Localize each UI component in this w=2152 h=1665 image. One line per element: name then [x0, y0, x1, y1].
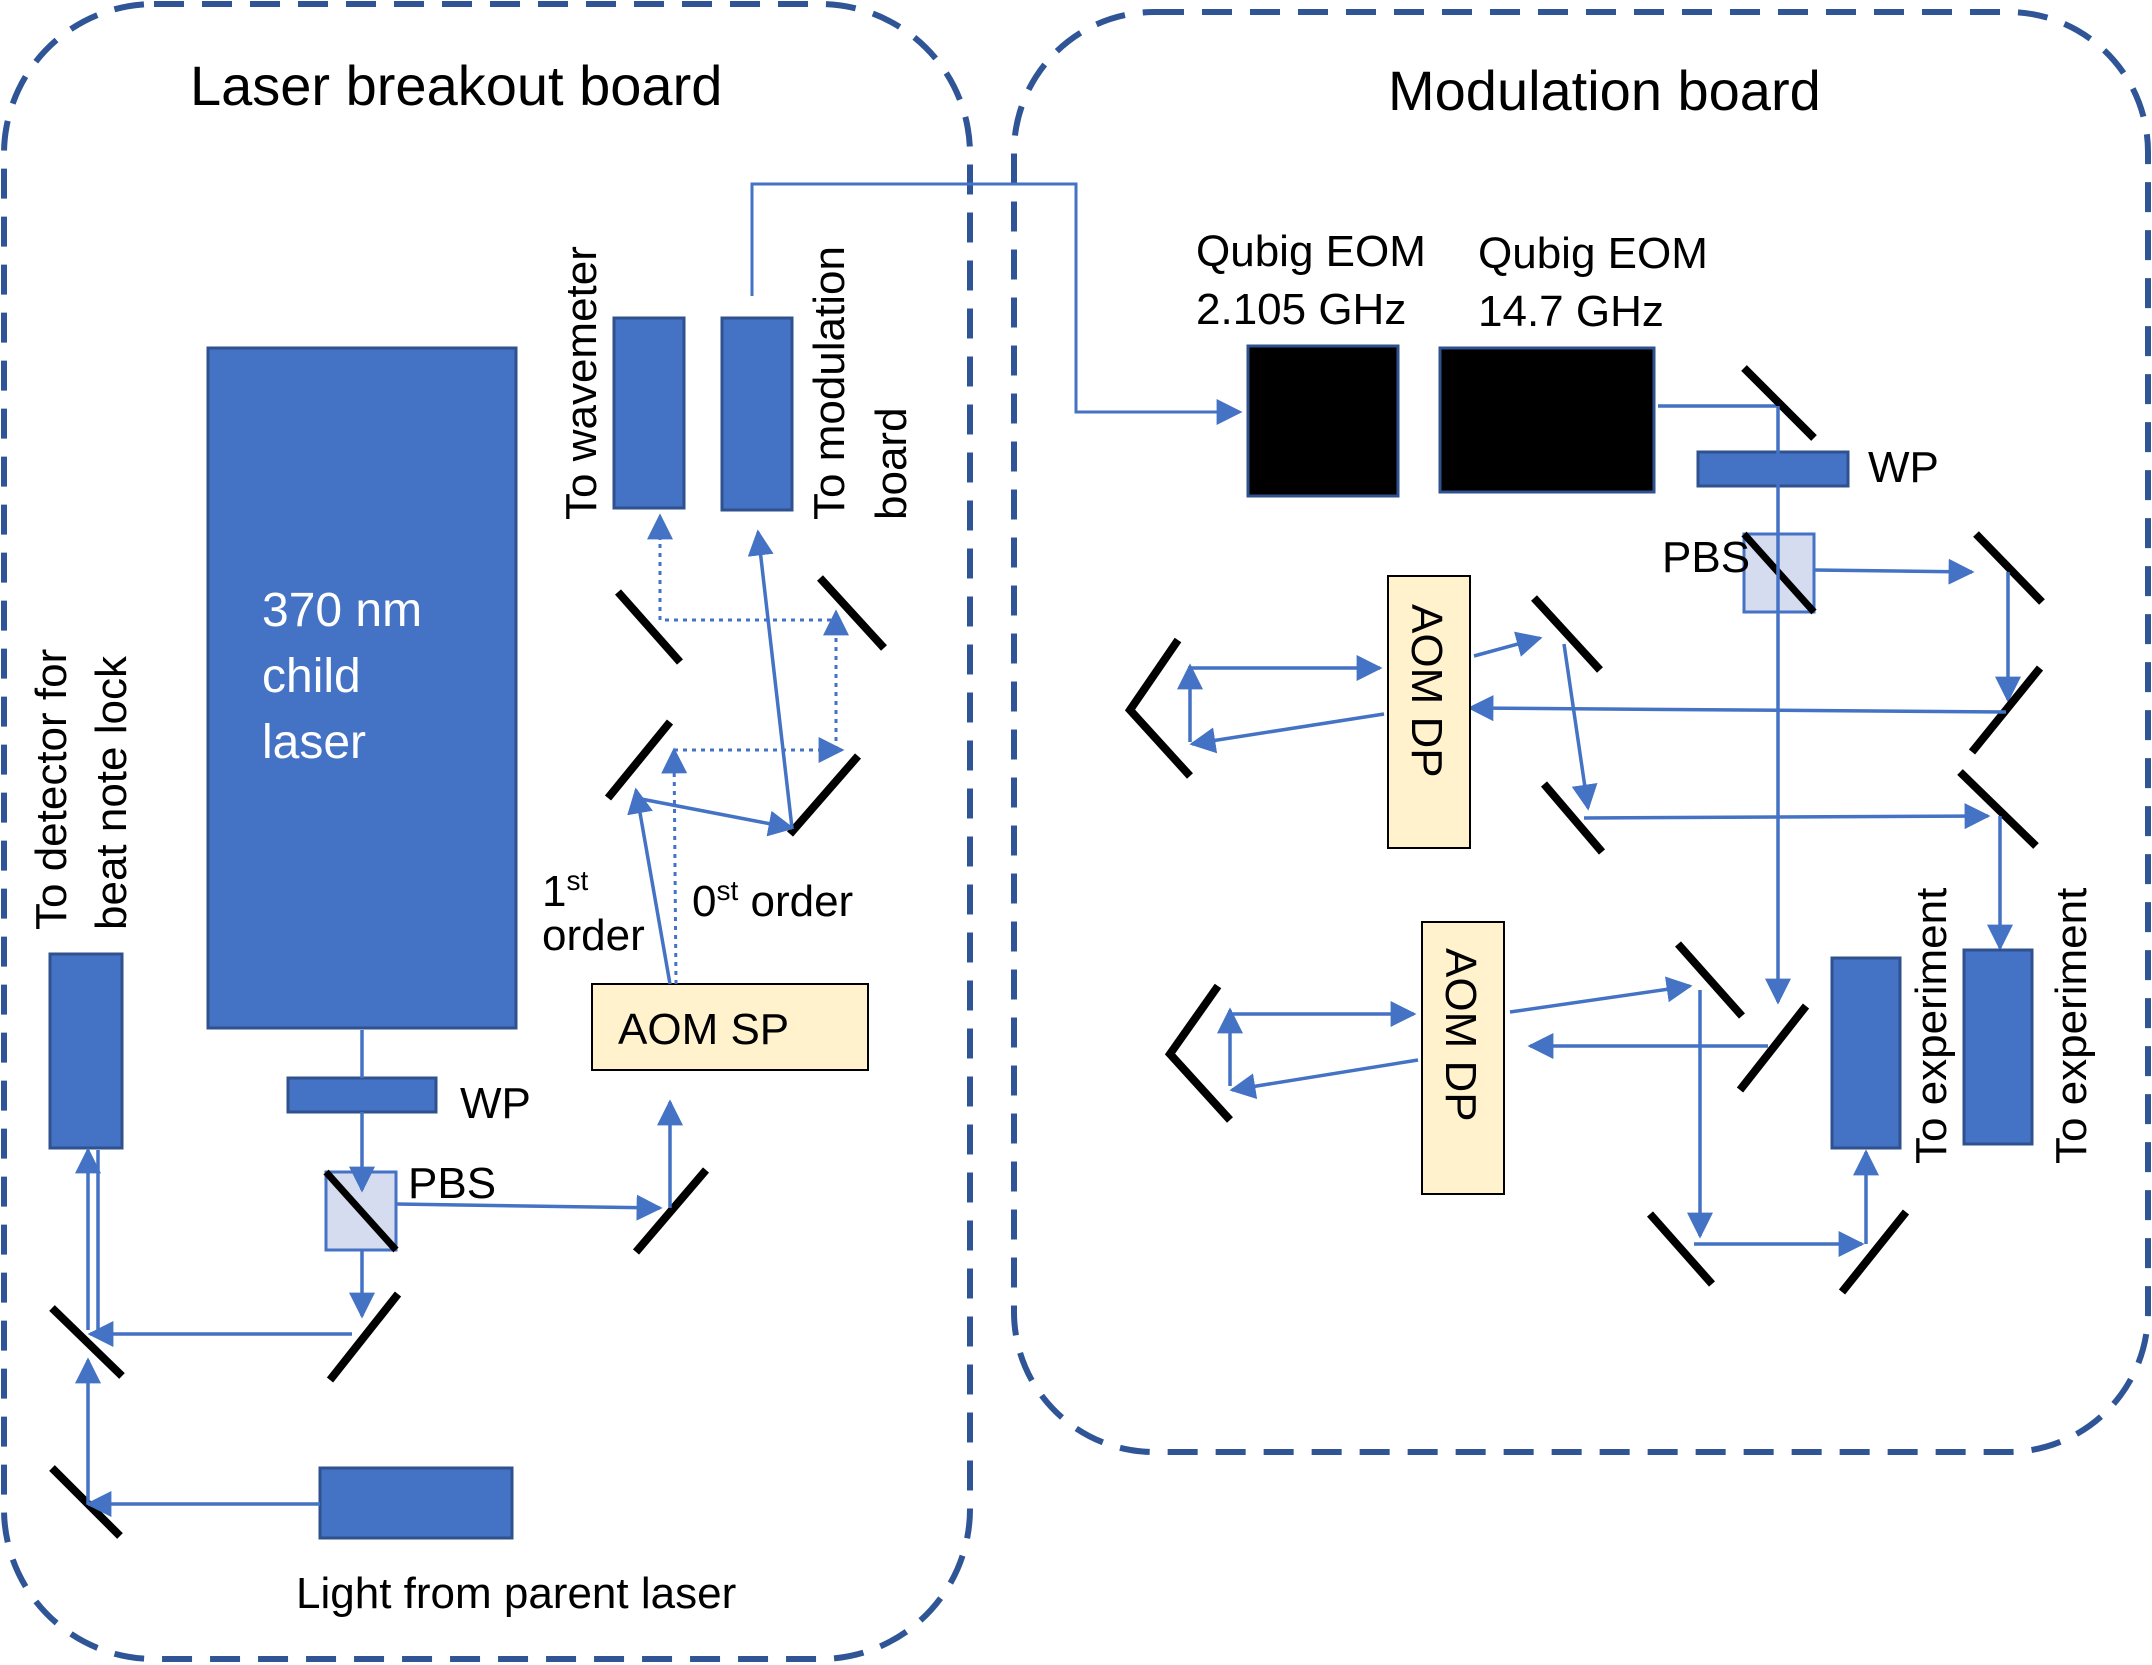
- beam: [1229, 1058, 1419, 1100]
- beam: [747, 529, 794, 829]
- mirror-right-lower: [1957, 769, 2039, 849]
- child-laser: [206, 346, 518, 1030]
- wavemeter-label: To wavemeter: [557, 246, 606, 520]
- retro-reflector-2: [1164, 983, 1233, 1123]
- mirror-lower-main: [1736, 1003, 1810, 1093]
- retro-reflector-1: [1124, 637, 1193, 779]
- beat-note-detector-label-line1: To detector for: [27, 649, 76, 930]
- modulation-fiber-label-line1: To modulation: [805, 246, 854, 520]
- mirror-right-mid: [1968, 665, 2044, 755]
- eom-2105: [1246, 344, 1400, 498]
- laser-breakout-board: 370 nm child laser WP PBS Light from par…: [27, 246, 916, 1618]
- waveplate-right: [1696, 450, 1850, 488]
- modulation-board-border: [1011, 9, 2151, 1455]
- beam-zero-order-path: [658, 520, 838, 752]
- fiber-link: [750, 182, 1236, 414]
- child-laser-label-line1: 370 nm: [262, 584, 422, 637]
- beat-note-detector: [48, 952, 124, 1150]
- aom-double-pass-2-label: AOM DP: [1436, 948, 1485, 1122]
- beam: [1562, 643, 1598, 811]
- beat-note-detector-label-line2: beat note lock: [87, 655, 136, 930]
- mirror-lower-right: [1838, 1209, 1910, 1295]
- aom-double-pass-1: [1387, 575, 1471, 849]
- eom-147-label-line2: 14.7 GHz: [1478, 287, 1664, 336]
- child-laser-label-line2: child: [262, 650, 361, 703]
- beam: [1813, 558, 1975, 585]
- mirror-upper-right: [817, 575, 887, 651]
- beam: [1473, 631, 1543, 658]
- mirror-aom1-down: [1540, 781, 1606, 855]
- eom-147-label-line1: Qubig EOM: [1478, 229, 1708, 278]
- modulation-fiber-label-line2: board: [867, 407, 916, 520]
- mirror-aom-input: [632, 1167, 710, 1255]
- first-order-word: order: [542, 911, 645, 960]
- experiment-fiber-1: [1830, 956, 1902, 1150]
- mirror-right-top: [1973, 531, 2045, 605]
- laser-breakout-board-title: Laser breakout board: [190, 54, 722, 117]
- aom-single-pass-label: AOM SP: [618, 1005, 789, 1054]
- beam: [1509, 976, 1693, 1014]
- eom-147: [1438, 346, 1656, 494]
- modulation-board: Qubig EOM 2.105 GHz Qubig EOM 14.7 GHz W…: [1124, 227, 2096, 1295]
- waveplate-left: [286, 1076, 438, 1114]
- eom-2105-label-line1: Qubig EOM: [1196, 227, 1426, 276]
- modulation-fiber-coupler: [720, 316, 794, 512]
- aom-double-pass-1-label: AOM DP: [1402, 604, 1451, 778]
- first-order-label: 1st: [542, 865, 588, 916]
- zero-order-label: 0st order: [692, 875, 853, 926]
- experiment-fiber-2-label: To experiment: [2047, 888, 2096, 1164]
- pbs-right-label: PBS: [1662, 533, 1750, 582]
- mirror-after-eom: [1741, 365, 1817, 441]
- child-laser-label-line3: laser: [262, 716, 366, 769]
- beam: [1583, 803, 1991, 830]
- beam: [1467, 695, 2007, 722]
- aom-single-pass: [591, 983, 869, 1071]
- experiment-fiber-2: [1962, 948, 2034, 1146]
- mirror-aom1-out: [1531, 595, 1603, 673]
- pbs-left-diagonal: [323, 1169, 399, 1253]
- mirror-bottom-center: [326, 1291, 402, 1383]
- parent-laser: [318, 1466, 514, 1540]
- waveplate-left-label: WP: [460, 1079, 531, 1128]
- mirror-parent-left: [49, 1465, 123, 1539]
- pbs-left-label: PBS: [408, 1159, 496, 1208]
- mirror-aom2-out: [1675, 941, 1745, 1019]
- mirror-zero-order-lower: [786, 753, 862, 837]
- beam: [635, 796, 795, 837]
- experiment-fiber-1-label: To experiment: [1907, 888, 1956, 1164]
- parent-laser-label: Light from parent laser: [296, 1569, 736, 1618]
- beam-first-order: [627, 787, 672, 985]
- mirror-wavemeter: [615, 589, 683, 665]
- beam: [395, 1194, 663, 1221]
- beam: [1189, 712, 1385, 754]
- mirror-first-order-lower: [604, 719, 674, 801]
- mirror-lower-left: [1647, 1211, 1715, 1287]
- aom-double-pass-2: [1421, 921, 1505, 1195]
- waveplate-right-label: WP: [1868, 443, 1939, 492]
- mirror-beat-left: [49, 1305, 125, 1379]
- eom-2105-label-line2: 2.105 GHz: [1196, 285, 1406, 334]
- wavemeter-fiber-coupler: [612, 316, 686, 510]
- beam-zero-order: [661, 747, 688, 985]
- modulation-board-title: Modulation board: [1388, 59, 1821, 122]
